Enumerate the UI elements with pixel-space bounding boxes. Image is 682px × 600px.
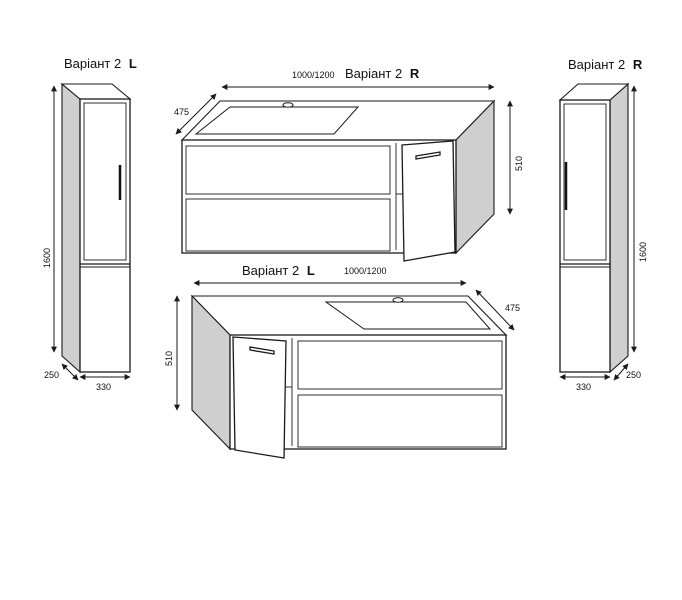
top-vanity-drawer-upper [185,145,391,195]
top-vanity-open-door [401,140,456,262]
bottom-vanity-depth-label: 475 [505,303,520,313]
left-column-title: Варіант 2 L [64,56,137,71]
top-vanity-height-label: 510 [514,156,524,171]
left-column-glass-door [83,102,127,261]
top-vanity-drawer-lower [185,198,391,252]
top-vanity-faucet-hole [282,102,294,108]
right-column-depth-dim [613,363,629,381]
right-column-glass-door [563,103,607,261]
bottom-vanity-width-label: 1000/1200 [344,266,387,276]
right-column-side-panel [609,82,629,374]
top-vanity-sink [194,106,360,135]
bottom-vanity-height-label: 510 [164,351,174,366]
bottom-vanity-door-handle [249,346,275,355]
left-column-side-panel [61,82,81,374]
right-column-front [559,99,611,373]
top-vanity-depth-dim [175,93,217,135]
right-column-depth-label: 250 [626,370,641,380]
left-column-height-label: 1600 [42,248,52,268]
right-tall-column: Варіант 2 R 1600 250 330 [558,57,648,392]
left-column-depth-label: 250 [44,370,59,380]
bottom-vanity-drawer-upper [297,340,503,390]
right-column-width-label: 330 [576,382,591,392]
top-vanity-width-label: 1000/1200 [292,70,335,80]
bottom-vanity-title: Варіант 2 L [242,263,315,278]
left-tall-column: Варіант 2 L 1600 250 330 [42,56,137,392]
bottom-vanity-depth-dim [475,289,515,331]
top-vanity-door-handle [415,151,441,160]
left-column-width-label: 330 [96,382,111,392]
bottom-vanity-open-door [232,336,287,459]
bottom-vanity: Варіант 2 L 1000/1200 475 510 [164,263,520,459]
bottom-vanity-faucet-hole [392,297,404,303]
top-vanity: Варіант 2 R 1000/1200 475 510 [174,66,524,262]
top-vanity-depth-label: 475 [174,107,189,117]
right-column-height-label: 1600 [638,242,648,262]
left-column-depth-dim [61,363,79,381]
top-vanity-title: Варіант 2 R [345,66,420,81]
bottom-vanity-drawer-lower [297,394,503,448]
right-column-title: Варіант 2 R [568,57,643,72]
left-column-front [79,98,131,373]
